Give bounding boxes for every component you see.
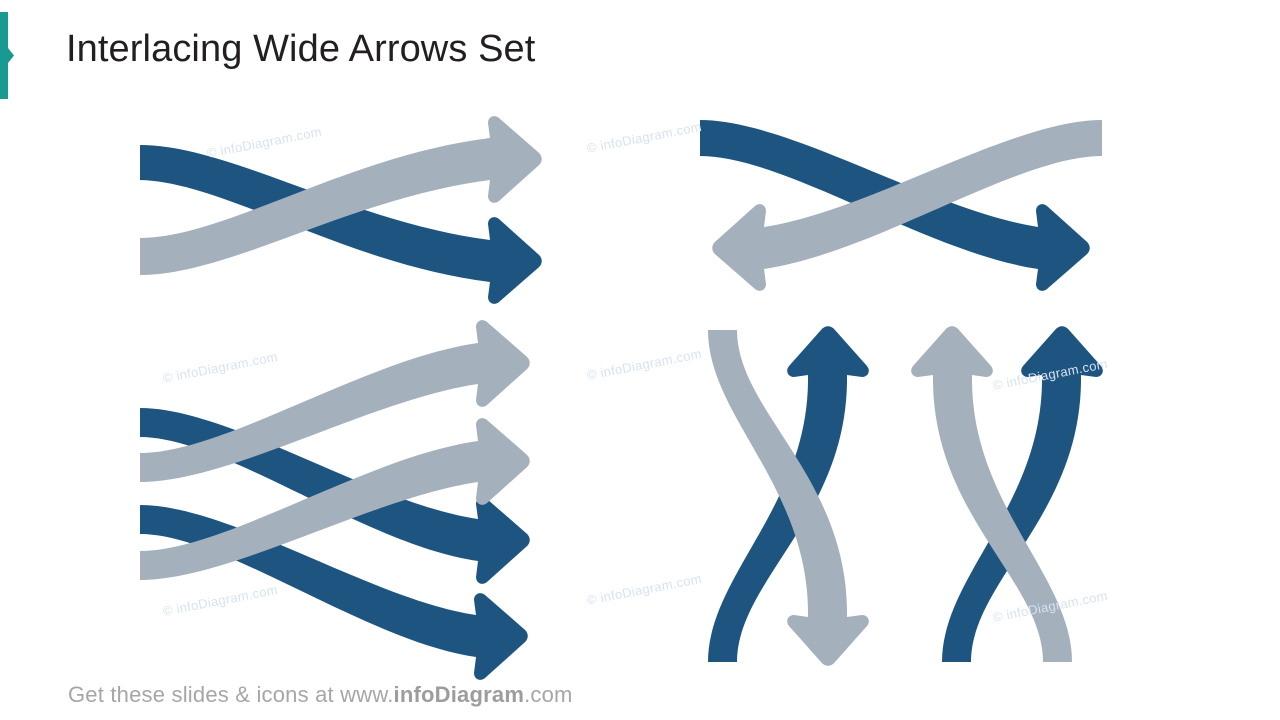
dark-blue-descending-arrow [140, 145, 542, 304]
diagram-top-right[interactable] [680, 112, 1120, 307]
footer-brand: infoDiagram [393, 682, 525, 707]
footer-credit: Get these slides & icons at www.infoDiag… [68, 682, 573, 708]
gray-upward-arrow-right-pair [911, 326, 1072, 662]
gray-leftward-arrow [712, 120, 1102, 291]
gray-downward-arrow-left-pair [708, 330, 869, 666]
diagram-bottom-right[interactable] [680, 325, 1120, 670]
accent-chevron-shape [0, 12, 14, 99]
gray-ascending-arrow [140, 116, 542, 275]
accent-bar [0, 12, 14, 99]
diagram-top-left[interactable] [120, 112, 560, 307]
footer-prefix: Get these slides & icons at www. [68, 682, 394, 707]
gray-ascending-arrow-1 [140, 320, 530, 482]
gray-ascending-arrow-2 [140, 418, 530, 580]
footer-suffix: .com [524, 682, 573, 707]
page-title: Interlacing Wide Arrows Set [66, 28, 536, 70]
diagram-bottom-left[interactable] [120, 320, 560, 680]
dark-blue-upward-arrow-right-pair [942, 326, 1103, 662]
